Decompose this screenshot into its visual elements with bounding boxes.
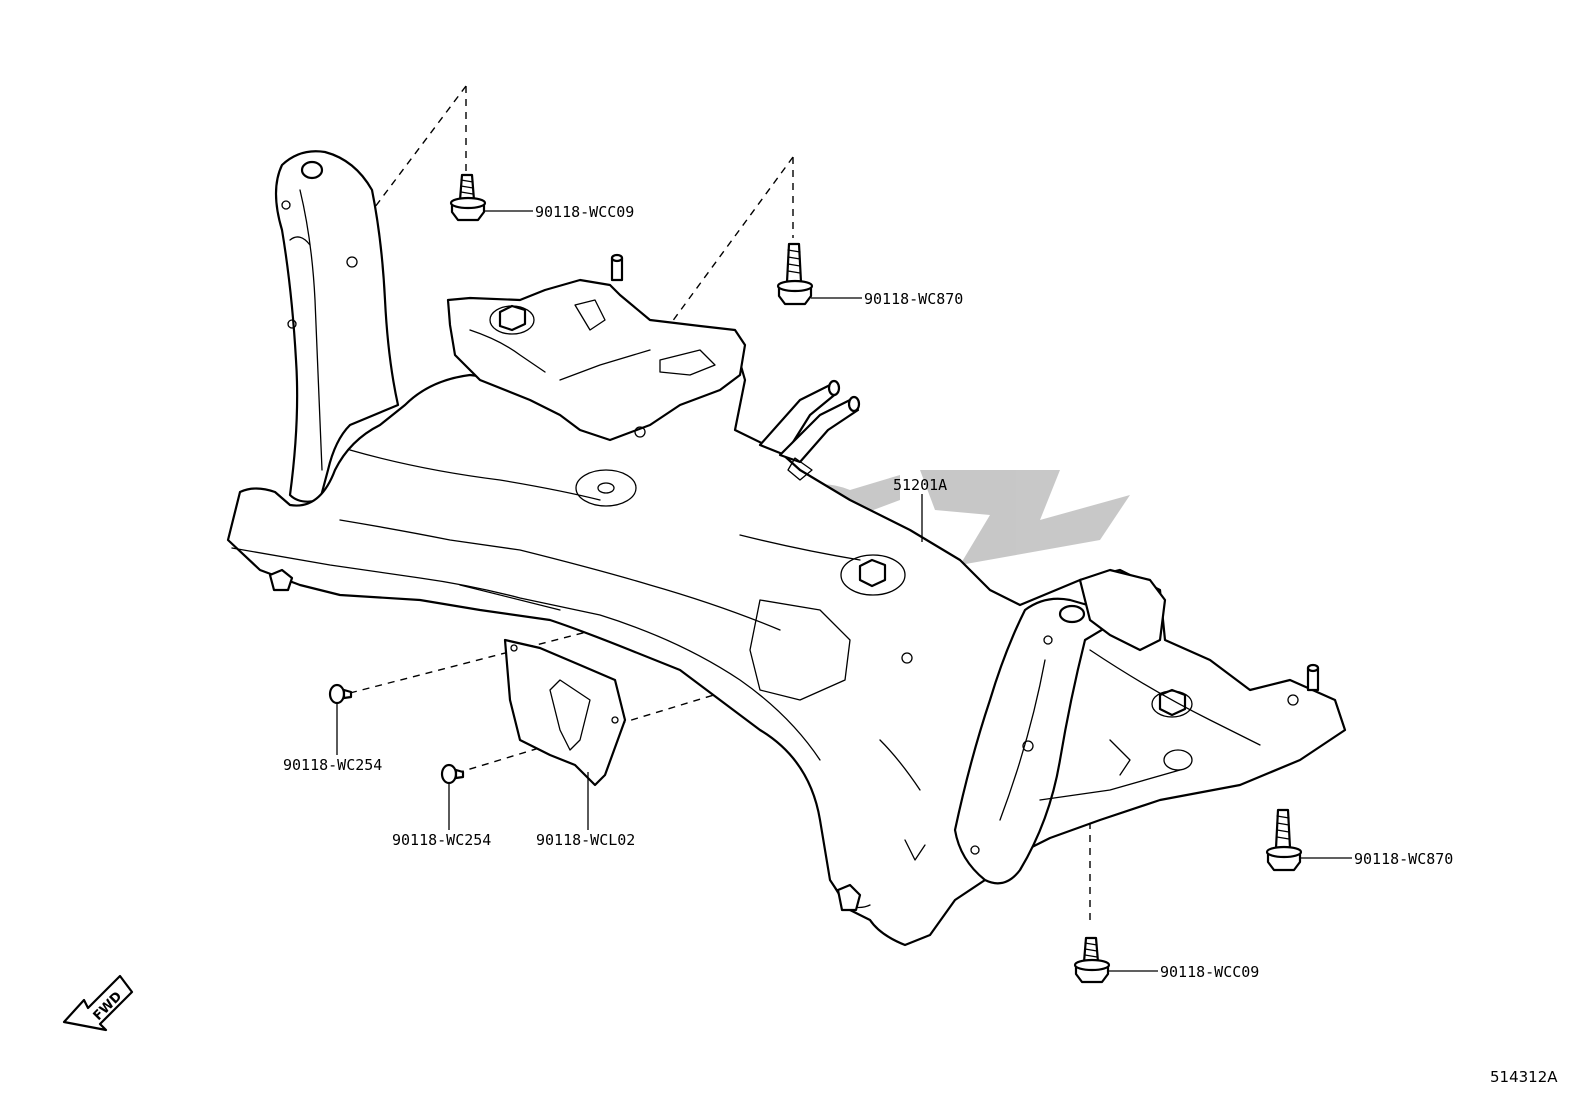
part-label-bolt-wcc09-bottom: 90118-WCC09 bbox=[1160, 963, 1259, 981]
bracket-plate bbox=[503, 638, 627, 787]
document-code: 514312A bbox=[1490, 1068, 1558, 1086]
part-label-bolt-wc870-top: 90118-WC870 bbox=[864, 290, 963, 308]
front-suspension-crossmember bbox=[226, 150, 1347, 947]
leader-lines bbox=[336, 210, 1352, 972]
flange-bolt-icon bbox=[1073, 936, 1111, 984]
part-label-bolt-wcc09-top: 90118-WCC09 bbox=[535, 203, 634, 221]
flange-bolt-icon bbox=[449, 173, 487, 222]
part-label-crossmember: 51201A bbox=[893, 476, 947, 494]
forward-direction-arrow-icon: FWD bbox=[62, 974, 134, 1032]
small-screw-icon bbox=[328, 683, 353, 705]
part-label-screw-wc254-b: 90118-WC254 bbox=[392, 831, 491, 849]
part-label-bolt-wc870-right: 90118-WC870 bbox=[1354, 850, 1453, 868]
part-label-screw-wc254-a: 90118-WC254 bbox=[283, 756, 382, 774]
part-label-bracket-wcl02: 90118-WCL02 bbox=[536, 831, 635, 849]
small-screw-icon bbox=[440, 763, 465, 785]
long-bolt-icon bbox=[1265, 808, 1303, 872]
long-bolt-icon bbox=[776, 242, 814, 306]
